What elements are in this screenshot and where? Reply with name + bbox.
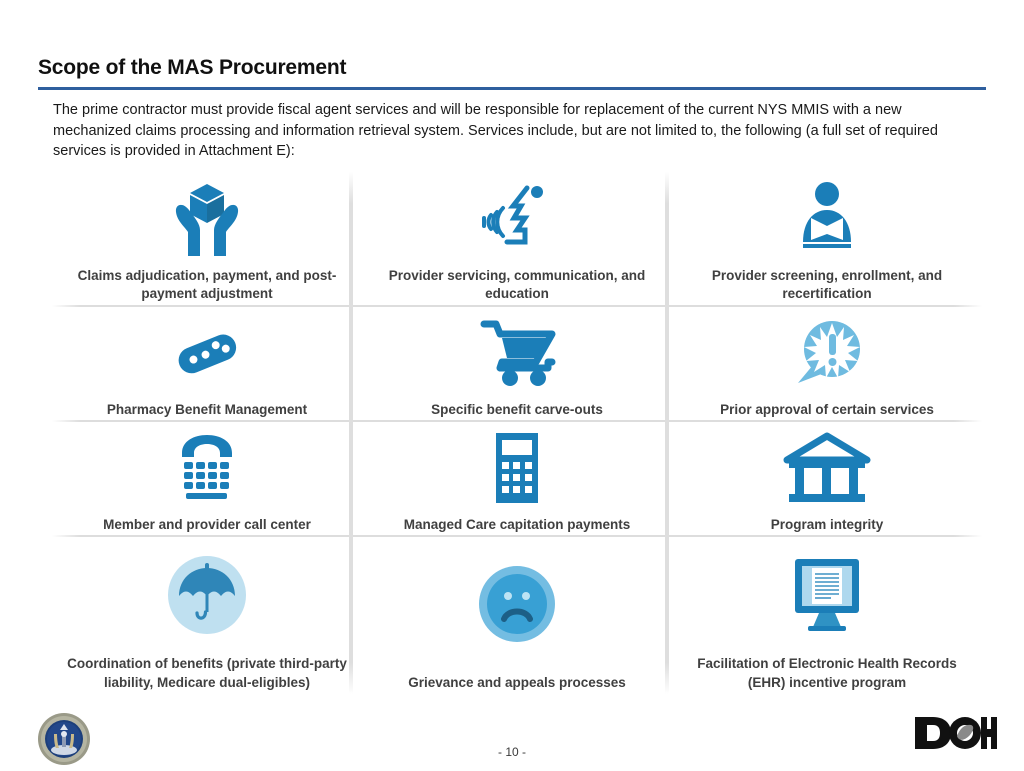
title-underline-rule <box>38 87 986 90</box>
scope-item-provider-screening[interactable]: Provider screening, enrollment, and rece… <box>672 172 982 305</box>
classical-bank-building-icon <box>678 420 976 516</box>
hands-holding-cube-icon <box>58 172 356 267</box>
page-number: - 10 - <box>497 745 526 759</box>
grid-divider-vertical-1 <box>349 172 353 694</box>
grid-divider-horizontal-2 <box>52 420 982 422</box>
sad-face-circle-icon <box>368 535 666 673</box>
grid-divider-horizontal-3 <box>52 535 982 537</box>
grid-row: Member and provider call center <box>52 420 982 535</box>
scope-item-label: Pharmacy Benefit Management <box>106 402 308 417</box>
intro-paragraph: The prime contractor must provide fiscal… <box>53 102 938 159</box>
scope-item-label: Prior approval of certain services <box>720 402 934 417</box>
scope-item-label: Member and provider call center <box>103 517 311 532</box>
scope-item-ehr-incentive[interactable]: Facilitation of Electronic Health Record… <box>672 535 982 694</box>
person-reading-book-icon <box>678 172 976 267</box>
scope-item-label: Specific benefit carve-outs <box>431 402 603 417</box>
scope-item-capitation-payments[interactable]: Managed Care capitation payments <box>362 420 672 535</box>
calculator-icon <box>368 420 666 516</box>
scope-item-coordination-of-benefits[interactable]: Coordination of benefits (private third-… <box>52 535 362 694</box>
umbrella-circle-icon <box>58 535 356 654</box>
scope-item-prior-approval[interactable]: Prior approval of certain services <box>672 305 982 420</box>
monitor-document-icon <box>678 535 976 654</box>
scope-item-grievance-appeals[interactable]: Grievance and appeals processes <box>362 535 672 694</box>
scope-item-label: Program integrity <box>770 517 884 532</box>
scope-item-label: Provider servicing, communication, and e… <box>388 268 646 301</box>
scope-item-provider-servicing[interactable]: Provider servicing, communication, and e… <box>362 172 672 305</box>
scope-item-label: Grievance and appeals processes <box>408 675 626 690</box>
shopping-cart-icon <box>368 305 666 401</box>
scope-item-call-center[interactable]: Member and provider call center <box>52 420 362 535</box>
scope-item-program-integrity[interactable]: Program integrity <box>672 420 982 535</box>
scope-item-label: Managed Care capitation payments <box>403 517 631 532</box>
doh-logo <box>913 714 997 752</box>
scope-item-label: Claims adjudication, payment, and post-p… <box>77 268 337 301</box>
grid-row: Pharmacy Benefit Management Specific ben… <box>52 305 982 420</box>
scope-item-label: Provider screening, enrollment, and rece… <box>711 268 943 301</box>
scope-grid: Claims adjudication, payment, and post-p… <box>52 172 982 694</box>
grid-divider-vertical-2 <box>665 172 669 694</box>
pill-capsule-icon <box>58 305 356 401</box>
speech-bubble-exclamation-icon <box>678 305 976 401</box>
speaking-person-soundwave-icon <box>368 172 666 267</box>
page-title: Scope of the MAS Procurement <box>38 56 347 79</box>
nys-seal-logo <box>37 712 91 766</box>
grid-divider-horizontal-1 <box>52 305 982 307</box>
scope-item-pharmacy-benefit[interactable]: Pharmacy Benefit Management <box>52 305 362 420</box>
grid-row: Claims adjudication, payment, and post-p… <box>52 172 982 305</box>
scope-item-claims-adjudication[interactable]: Claims adjudication, payment, and post-p… <box>52 172 362 305</box>
scope-item-label: Facilitation of Electronic Health Record… <box>697 656 957 690</box>
scope-item-label: Coordination of benefits (private third-… <box>67 656 347 690</box>
grid-row: Coordination of benefits (private third-… <box>52 535 982 694</box>
scope-item-benefit-carveouts[interactable]: Specific benefit carve-outs <box>362 305 672 420</box>
telephone-keypad-icon <box>58 420 356 516</box>
